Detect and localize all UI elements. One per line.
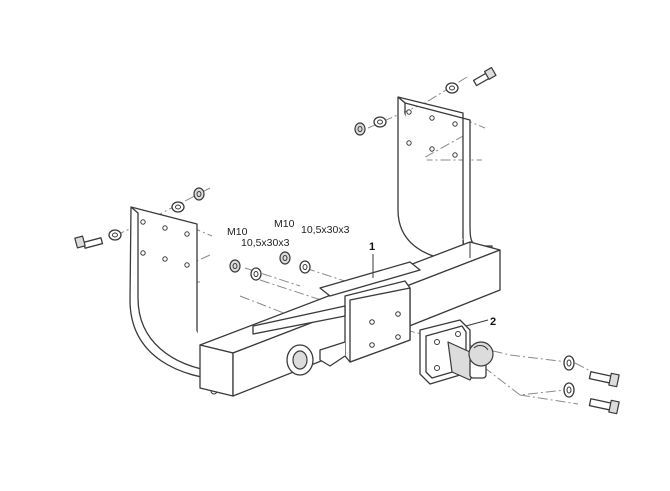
washer-icon	[445, 82, 459, 94]
bolt-icon	[588, 398, 620, 415]
washer-icon	[171, 201, 185, 213]
left-side-bracket	[129, 206, 227, 395]
nut-icon	[193, 187, 205, 201]
bolt-icon	[74, 235, 104, 249]
right-side-bracket	[397, 96, 493, 263]
washer-icon	[563, 355, 575, 371]
callout-part-2: 2	[490, 316, 496, 328]
lower-right-fasteners	[563, 355, 620, 415]
middle-fasteners	[229, 251, 311, 281]
nut-icon	[279, 251, 291, 265]
washer-icon	[373, 116, 387, 128]
bolt-icon	[588, 371, 620, 388]
washer-icon	[563, 382, 575, 398]
washer-icon	[108, 229, 122, 241]
right-upper-fasteners	[354, 66, 497, 136]
bolt-icon	[472, 66, 497, 87]
washer-icon	[299, 260, 311, 274]
nut-label-right: M10	[274, 218, 295, 230]
washer-icon	[250, 267, 262, 281]
tow-ball-coupling	[419, 319, 494, 385]
washer-label-left: 10,5x30x3	[241, 237, 290, 249]
callout-2-leader	[465, 319, 489, 327]
nut-icon	[229, 259, 241, 273]
receiver-plate	[252, 261, 421, 376]
left-upper-fasteners	[74, 187, 205, 249]
nut-label-left: M10	[227, 226, 248, 238]
nut-icon	[354, 122, 366, 136]
washer-label-right: 10,5x30x3	[301, 224, 350, 236]
callout-part-1: 1	[369, 241, 375, 253]
